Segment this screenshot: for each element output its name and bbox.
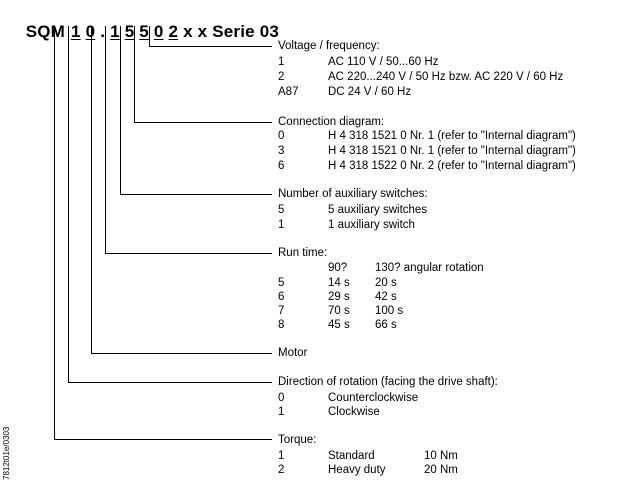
code-prefix: SQM bbox=[25, 22, 66, 41]
leader-aux bbox=[120, 26, 272, 195]
aux-desc-2: 1 auxiliary switch bbox=[328, 219, 415, 231]
code-digit-motor: 1 bbox=[110, 22, 120, 41]
direction-desc-0: Counterclockwise bbox=[328, 392, 419, 404]
section-title-runtime: Run time: bbox=[278, 247, 328, 259]
code-digit-aux: 5 bbox=[139, 22, 149, 41]
code-digit-runtime: 5 bbox=[124, 22, 135, 41]
torque-value-2: 20 Nm bbox=[424, 464, 458, 476]
voltage-desc-1: AC 110 V / 50...60 Hz bbox=[328, 56, 439, 68]
document-reference-label: 7812t01e/0303 bbox=[2, 426, 11, 480]
direction-code-0: 0 bbox=[278, 392, 285, 404]
connection-desc-3: H 4 318 1522 0 Nr. 2 (refer to "Internal… bbox=[328, 160, 576, 172]
connection-code-3: 6 bbox=[278, 160, 285, 172]
leader-motor bbox=[91, 26, 272, 354]
aux-code-2: 1 bbox=[278, 219, 285, 231]
code-suffix: x x Serie 03 bbox=[183, 22, 280, 41]
voltage-code-1: 1 bbox=[278, 56, 285, 68]
runtime-130-5: 20 s bbox=[375, 277, 397, 289]
runtime-130-7: 100 s bbox=[375, 305, 404, 317]
aux-code-1: 5 bbox=[278, 204, 285, 216]
voltage-code-3: A87 bbox=[278, 86, 299, 98]
runtime-code-7: 7 bbox=[278, 305, 285, 317]
runtime-header-90: 90? bbox=[328, 262, 348, 274]
runtime-code-6: 6 bbox=[278, 291, 285, 303]
torque-type-1: Standard bbox=[328, 450, 375, 462]
section-title-voltage: Voltage / frequency: bbox=[278, 40, 380, 52]
code-digit-direction: 0 bbox=[85, 22, 96, 41]
voltage-code-2: 2 bbox=[278, 71, 285, 83]
code-dot: . bbox=[100, 22, 106, 41]
section-title-aux: Number of auxiliary switches: bbox=[278, 188, 428, 200]
aux-desc-1: 5 auxiliary switches bbox=[328, 204, 428, 216]
connection-code-1: 0 bbox=[278, 130, 285, 142]
section-title-direction: Direction of rotation (facing the drive … bbox=[278, 376, 498, 388]
section-title-torque: Torque: bbox=[278, 434, 317, 446]
runtime-130-8: 66 s bbox=[375, 319, 397, 331]
leader-runtime bbox=[105, 26, 272, 254]
connection-desc-2: H 4 318 1521 0 Nr. 1 (refer to "Internal… bbox=[328, 145, 576, 157]
torque-type-2: Heavy duty bbox=[328, 464, 386, 476]
code-digit-voltage: 2 bbox=[168, 22, 179, 41]
runtime-header-130: 130? angular rotation bbox=[375, 262, 484, 274]
runtime-code-5: 5 bbox=[278, 277, 285, 289]
torque-code-2: 2 bbox=[278, 464, 285, 476]
leader-connection bbox=[134, 26, 272, 123]
leader-direction bbox=[68, 26, 272, 383]
direction-desc-1: Clockwise bbox=[328, 406, 380, 418]
voltage-desc-2: AC 220...240 V / 50 Hz bzw. AC 220 V / 6… bbox=[328, 71, 564, 83]
runtime-130-6: 42 s bbox=[375, 291, 397, 303]
voltage-desc-3: DC 24 V / 60 Hz bbox=[328, 86, 412, 98]
type-code: SQM 1 0 . 1 5 5 0 2 x x Serie 03 bbox=[6, 2, 279, 62]
connection-code-2: 3 bbox=[278, 145, 285, 157]
code-digit-connection: 0 bbox=[153, 22, 164, 41]
leader-torque bbox=[54, 26, 272, 440]
runtime-code-8: 8 bbox=[278, 319, 285, 331]
direction-code-1: 1 bbox=[278, 406, 285, 418]
code-digit-torque: 1 bbox=[71, 22, 81, 41]
section-title-motor: Motor bbox=[278, 347, 308, 359]
leader-voltage bbox=[149, 26, 272, 47]
runtime-90-5: 14 s bbox=[328, 277, 350, 289]
section-title-connection: Connection diagram: bbox=[278, 116, 385, 128]
torque-value-1: 10 Nm bbox=[424, 450, 458, 462]
runtime-90-7: 70 s bbox=[328, 305, 350, 317]
connection-desc-1: H 4 318 1521 0 Nr. 1 (refer to "Internal… bbox=[328, 130, 576, 142]
runtime-90-8: 45 s bbox=[328, 319, 350, 331]
runtime-90-6: 29 s bbox=[328, 291, 350, 303]
torque-code-1: 1 bbox=[278, 450, 285, 462]
